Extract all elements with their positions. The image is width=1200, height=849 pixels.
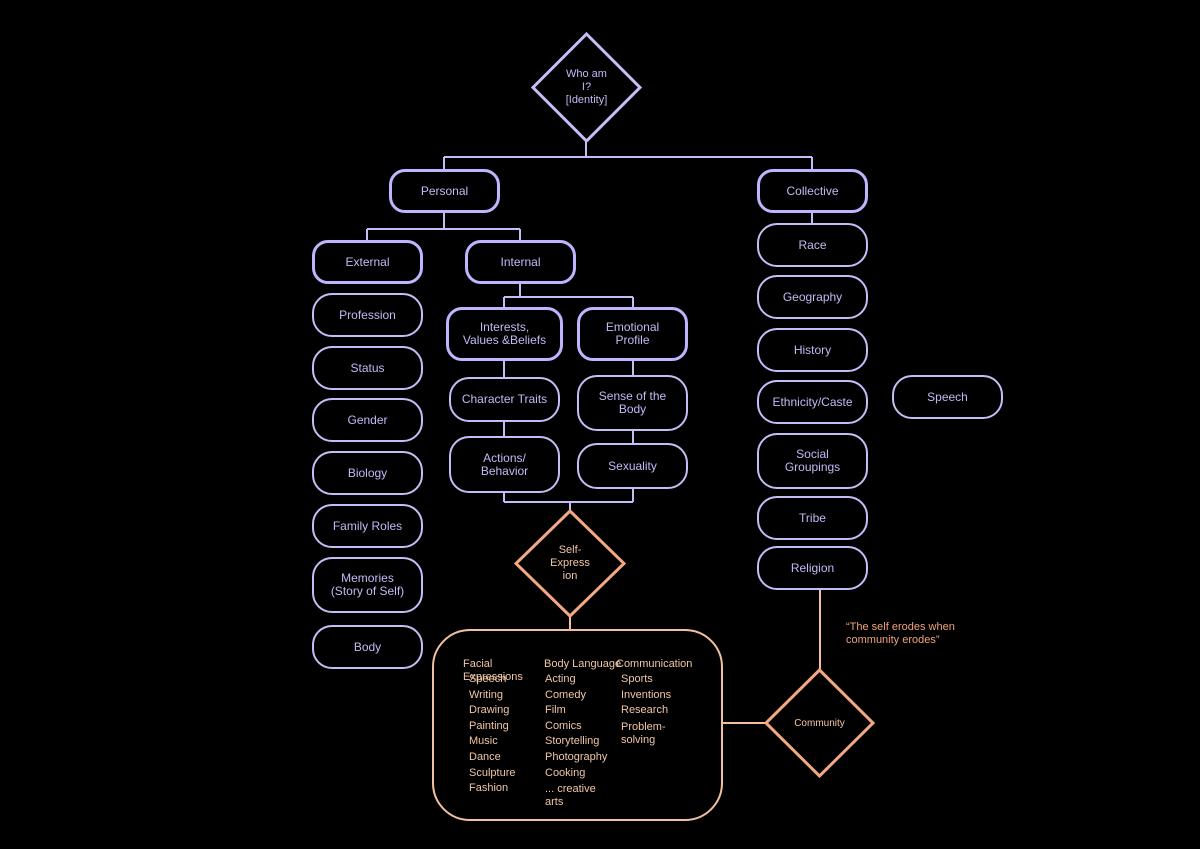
community-quote: “The self erodes when community erodes” <box>846 621 955 646</box>
sense-body-label-2: Body <box>618 402 647 416</box>
gender-node[interactable]: Gender <box>312 398 423 442</box>
list-item: Acting <box>545 673 576 685</box>
race-node[interactable]: Race <box>757 223 868 267</box>
emotional-label-1: Emotional <box>605 320 660 334</box>
social-label-2: Groupings <box>784 460 841 474</box>
actions-label-2: Behavior <box>480 463 529 478</box>
expression-forms-box <box>432 629 723 821</box>
interests-label-1: Interests, <box>479 320 530 334</box>
body-node[interactable]: Body <box>312 625 423 669</box>
personal-node[interactable]: Personal <box>389 169 500 213</box>
list-item: Sports <box>621 673 653 685</box>
speech-node[interactable]: Speech <box>892 375 1003 419</box>
list-item: Comedy <box>545 688 586 701</box>
biology-node[interactable]: Biology <box>312 451 423 495</box>
list-item: Drawing <box>469 704 510 717</box>
profession-label: Profession <box>339 307 396 322</box>
memories-label-2: (Story of Self) <box>330 584 405 598</box>
family-roles-node[interactable]: Family Roles <box>312 504 423 548</box>
geography-label: Geography <box>782 289 843 304</box>
race-label: Race <box>798 237 827 252</box>
character-traits-node[interactable]: Character Traits <box>449 377 560 422</box>
history-label: History <box>793 342 832 357</box>
sexuality-label: Sexuality <box>608 458 657 473</box>
external-label: External <box>345 254 390 269</box>
character-traits-label: Character Traits <box>461 392 548 406</box>
communication-header: Communication <box>616 658 693 670</box>
list-item: Writing <box>469 688 504 701</box>
interests-node[interactable]: Interests,Values &Beliefs <box>446 307 563 361</box>
collective-node[interactable]: Collective <box>757 169 868 213</box>
list-item: Dance <box>469 750 501 763</box>
geography-node[interactable]: Geography <box>757 275 868 319</box>
list-item: arts <box>545 796 564 809</box>
list-item: Film <box>545 704 566 717</box>
list-item: Comics <box>545 719 582 732</box>
expression-column-2: Acting Comedy Film Comics Storytelling P… <box>545 672 607 809</box>
list-item: Photography <box>545 750 608 763</box>
ethnicity-label: Ethnicity/Caste <box>772 394 853 409</box>
community-label: Community <box>794 717 845 729</box>
community-diamond[interactable]: Community <box>763 667 876 779</box>
speech-label: Speech <box>927 389 968 404</box>
memories-node[interactable]: Memories(Story of Self) <box>312 557 423 613</box>
interests-label-2: Values &Beliefs <box>462 333 547 347</box>
internal-node[interactable]: Internal <box>465 240 576 284</box>
list-item: Sculpture <box>469 766 516 779</box>
list-item: Problem- <box>621 720 666 733</box>
history-node[interactable]: History <box>757 328 868 372</box>
facial-expressions-header: Facial Expressions <box>463 658 523 683</box>
family-roles-label: Family Roles <box>332 518 403 533</box>
profession-node[interactable]: Profession <box>312 293 423 337</box>
collective-label: Collective <box>786 183 839 198</box>
list-item: Painting <box>469 719 509 732</box>
emotional-label-2: Profile <box>615 333 650 347</box>
body-language-header: Body Language <box>544 658 622 670</box>
status-node[interactable]: Status <box>312 346 423 390</box>
external-node[interactable]: External <box>312 240 423 284</box>
list-item: Music <box>469 735 498 748</box>
memories-label-1: Memories <box>341 571 394 585</box>
ethnicity-node[interactable]: Ethnicity/Caste <box>757 380 868 424</box>
sense-body-label-1: Sense of the <box>598 389 667 403</box>
list-item: Research <box>621 704 669 717</box>
list-item: Speech <box>469 673 507 685</box>
list-item: ... creative <box>545 783 596 796</box>
religion-label: Religion <box>790 560 835 575</box>
expression-column-1: Speech Writing Drawing Painting Music Da… <box>469 672 515 797</box>
tribe-node[interactable]: Tribe <box>757 496 868 540</box>
list-item: Inventions <box>621 688 672 701</box>
tribe-label: Tribe <box>799 510 826 525</box>
actions-node[interactable]: Actions/Behavior <box>449 436 560 493</box>
expression-column-3: Sports Inventions Research Problem- solv… <box>621 672 671 747</box>
religion-node[interactable]: Religion <box>757 546 868 590</box>
body-label: Body <box>353 639 382 654</box>
actions-label-1: Actions/ <box>483 450 526 465</box>
sexuality-node[interactable]: Sexuality <box>577 443 688 489</box>
social-label-1: Social <box>796 447 829 461</box>
personal-label: Personal <box>420 183 469 198</box>
status-label: Status <box>350 360 385 375</box>
list-item: Storytelling <box>545 735 600 748</box>
list-item: Cooking <box>545 766 586 779</box>
internal-label: Internal <box>500 254 541 269</box>
biology-label: Biology <box>347 465 388 480</box>
list-item: solving <box>621 733 656 746</box>
list-item: Fashion <box>469 782 509 795</box>
gender-label: Gender <box>347 412 388 427</box>
